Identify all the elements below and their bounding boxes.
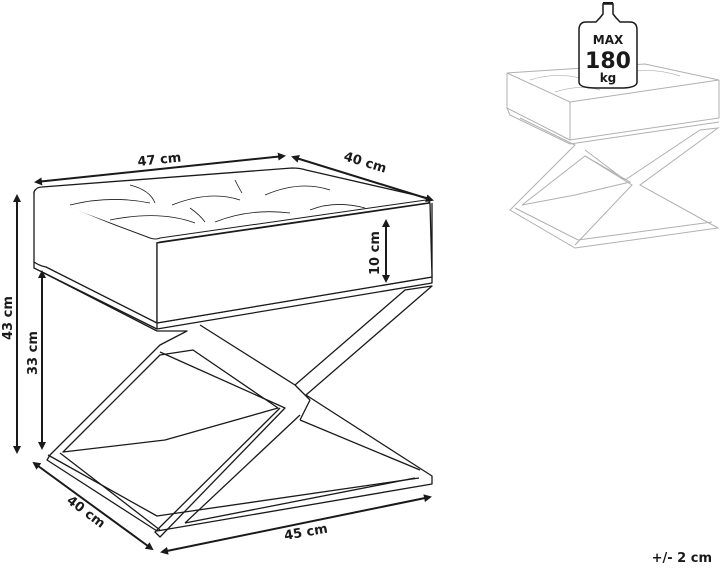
stool-main-drawing: [33, 167, 433, 538]
base-height-label: 33 cm: [26, 331, 41, 375]
max-load-unit: kg: [600, 71, 617, 85]
seat-width-label: 47 cm: [137, 150, 182, 170]
cushion-height-label: 10 cm: [368, 231, 383, 275]
total-height-label: 43 cm: [1, 296, 16, 340]
seat-width-arrow: [34, 152, 286, 186]
dimension-lines: [13, 152, 434, 555]
max-load-weight-icon: [578, 2, 638, 89]
stool-thumbnail: [506, 63, 720, 249]
base-depth-arrow: [32, 461, 154, 551]
tolerance-note: +/- 2 cm: [651, 551, 712, 566]
seat-depth-arrow: [291, 154, 434, 203]
max-load-value: 180: [585, 49, 631, 74]
base-width-arrow: [160, 494, 432, 555]
seat-depth-label: 40 cm: [342, 149, 388, 176]
max-load-label: MAX: [593, 33, 624, 47]
